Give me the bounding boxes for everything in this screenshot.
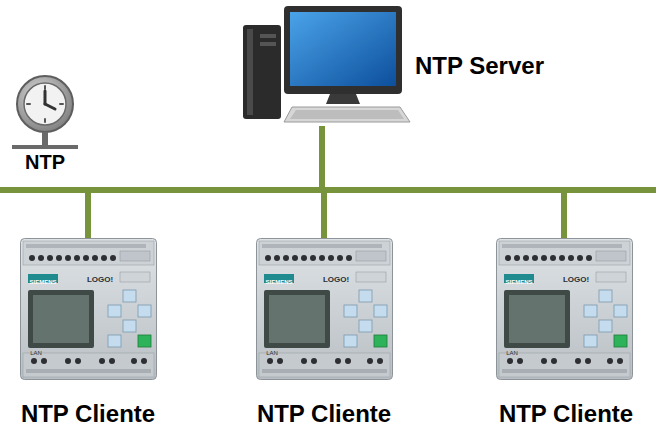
illustration-part (247, 29, 253, 115)
illustration-part (17, 76, 73, 132)
model-label: LOGO! (563, 276, 589, 284)
port-label: LAN (30, 350, 42, 356)
illustration-part (27, 86, 63, 122)
illustration-part (260, 42, 276, 46)
logo-plc (257, 239, 393, 380)
illustration-part (326, 94, 360, 104)
illustration-part (290, 110, 404, 119)
node-label: NTP Cliente (21, 400, 155, 428)
model-label: LOGO! (87, 276, 113, 284)
logo-plc (21, 239, 157, 380)
brand-label: SIEMENS (265, 279, 292, 285)
node-label: NTP Cliente (499, 400, 633, 428)
client-node: NTP Cliente (244, 238, 404, 432)
client-node: NTP Cliente (8, 238, 168, 432)
node-label: NTP Cliente (257, 400, 391, 428)
computer-icon (243, 6, 410, 122)
port-label: LAN (266, 350, 278, 356)
port-label: LAN (506, 350, 518, 356)
illustration-part (260, 34, 276, 38)
illustration-part (60, 103, 63, 105)
illustration-part (24, 83, 66, 125)
illustration-part (44, 86, 46, 89)
brand-label: SIEMENS (505, 279, 532, 285)
logo-plc (497, 239, 633, 380)
illustration-part (243, 25, 281, 119)
model-label: LOGO! (323, 276, 349, 284)
illustration-part (27, 103, 30, 105)
ntp-clock-icon (12, 76, 78, 149)
illustration-part (284, 6, 402, 94)
node-label: NTP Server (415, 52, 544, 80)
server-node: NTP Server (238, 2, 583, 126)
illustration-part (42, 132, 48, 146)
network-link (88, 126, 322, 238)
illustration-part (12, 145, 78, 149)
illustration-part (284, 107, 410, 122)
illustration-part (44, 119, 46, 122)
protocol-label: NTP (25, 152, 65, 172)
illustration-part (290, 12, 396, 86)
illustration-part (45, 104, 55, 109)
network-link (322, 126, 564, 238)
client-node: NTP Cliente (484, 238, 648, 432)
brand-label: SIEMENS (29, 279, 56, 285)
illustration-part (44, 91, 47, 104)
